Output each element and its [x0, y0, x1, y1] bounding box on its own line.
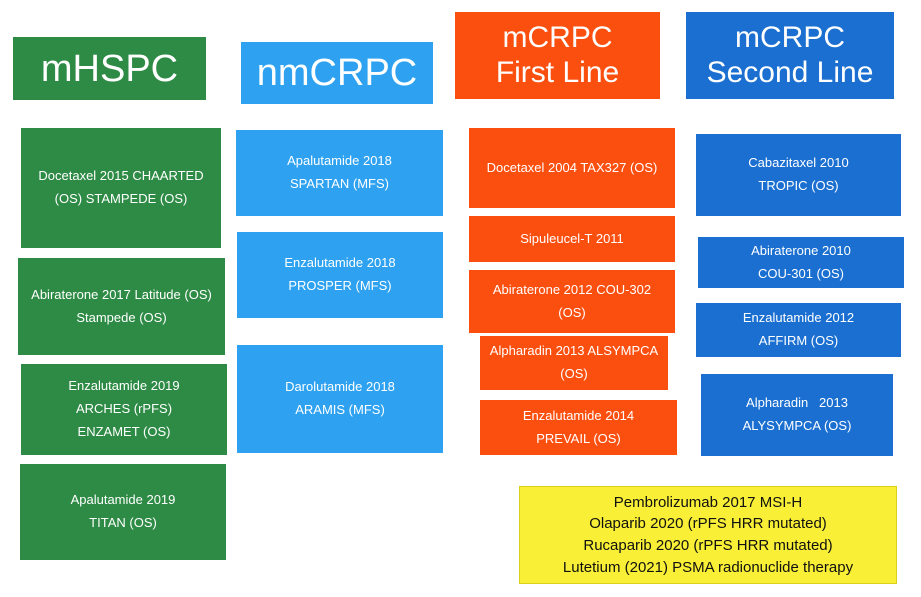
additional-therapy-lutetium: Lutetium (2021) PSMA radionuclide therap… [562, 558, 854, 576]
header-mcrpc-second-line-label-2: Second Line [706, 55, 874, 89]
nmcrpc-item-enzalutamide-line-2: PROSPER (MFS) [288, 278, 392, 293]
header-mcrpc-first-line: mCRPC First Line [455, 12, 660, 99]
nmcrpc-item-apalutamide-line-1: Apalutamide 2018 [287, 153, 392, 169]
header-mcrpc-first-line-label-2: First Line [495, 55, 620, 89]
second-line-item-abiraterone-line-2: COU-301 (OS) [758, 265, 844, 281]
mhspc-item-abiraterone-line-2: Stampede (OS) [76, 309, 167, 325]
header-mcrpc-second-line-label-1: mCRPC [735, 21, 845, 54]
first-line-item-alpharadin-line-2: (OS) [560, 366, 588, 381]
nmcrpc-item-apalutamide-line-2: SPARTAN (MFS) [290, 176, 389, 191]
header-nmcrpc: nmCRPC [241, 42, 433, 104]
first-line-item-sipuleucel: Sipuleucel-T 2011 [469, 216, 675, 262]
first-line-item-docetaxel-line-1: Docetaxel 2004 TAX327 (OS) [486, 159, 658, 175]
nmcrpc-item-darolutamide: Darolutamide 2018 ARAMIS (MFS) [237, 345, 443, 453]
mhspc-item-docetaxel-line-1: Docetaxel 2015 CHAARTED [38, 168, 204, 184]
additional-therapy-pembrolizumab: Pembrolizumab 2017 MSI-H [613, 493, 803, 511]
second-line-item-alpharadin-line-2: ALYSYMPCA (OS) [742, 418, 852, 433]
second-line-item-enzalutamide: Enzalutamide 2012 AFFIRM (OS) [696, 303, 901, 357]
second-line-item-enzalutamide-line-2: AFFIRM (OS) [758, 333, 839, 348]
header-mhspc-label: mHSPC [40, 47, 179, 90]
additional-therapies-box: Pembrolizumab 2017 MSI-H Olaparib 2020 (… [519, 486, 897, 584]
second-line-item-abiraterone: Abiraterone 2010 COU-301 (OS) [698, 237, 904, 288]
mhspc-item-abiraterone-line-1: Abiraterone 2017 Latitude (OS) [31, 286, 212, 302]
second-line-item-abiraterone-line-1: Abiraterone 2010 [751, 242, 851, 258]
first-line-item-sipuleucel-line-1: Sipuleucel-T 2011 [520, 230, 624, 246]
second-line-item-enzalutamide-line-1: Enzalutamide 2012 [742, 310, 855, 326]
additional-therapy-olaparib: Olaparib 2020 (rPFS HRR mutated) [589, 515, 827, 533]
nmcrpc-item-apalutamide: Apalutamide 2018 SPARTAN (MFS) [236, 130, 443, 216]
second-line-item-cabazitaxel-line-1: Cabazitaxel 2010 [748, 155, 849, 171]
first-line-item-abiraterone-line-2: (OS) [558, 304, 586, 320]
nmcrpc-item-darolutamide-line-1: Darolutamide 2018 [285, 379, 395, 395]
mhspc-item-enzalutamide-line-2: ARCHES (rPFS) [75, 401, 173, 417]
mhspc-item-enzalutamide: Enzalutamide 2019 ARCHES (rPFS) ENZAMET … [21, 364, 227, 455]
mhspc-item-docetaxel-line-2: (OS) STAMPEDE (OS) [54, 191, 188, 206]
mhspc-item-apalutamide-line-1: Apalutamide 2019 [70, 492, 176, 508]
first-line-item-abiraterone: Abiraterone 2012 COU-302 (OS) [469, 270, 675, 333]
second-line-item-alpharadin-line-1: Alpharadin 2013 [746, 395, 848, 411]
nmcrpc-item-darolutamide-line-2: ARAMIS (MFS) [295, 402, 385, 417]
header-mcrpc-first-line-label-1: mCRPC [502, 21, 613, 54]
second-line-item-cabazitaxel-line-2: TROPIC (OS) [758, 178, 839, 193]
first-line-item-docetaxel: Docetaxel 2004 TAX327 (OS) [469, 128, 675, 208]
first-line-item-alpharadin-line-1: Alpharadin 2013 ALSYMPCA [489, 343, 659, 359]
mhspc-item-apalutamide: Apalutamide 2019 TITAN (OS) [20, 464, 226, 560]
mhspc-item-apalutamide-line-2: TITAN (OS) [89, 515, 157, 530]
first-line-item-alpharadin: Alpharadin 2013 ALSYMPCA (OS) [478, 334, 670, 392]
nmcrpc-item-enzalutamide: Enzalutamide 2018 PROSPER (MFS) [237, 232, 443, 318]
first-line-item-abiraterone-line-1: Abiraterone 2012 COU-302 [492, 281, 652, 297]
header-nmcrpc-label: nmCRPC [256, 52, 418, 94]
first-line-item-enzalutamide-line-1: Enzalutamide 2014 [522, 407, 635, 423]
second-line-item-cabazitaxel: Cabazitaxel 2010 TROPIC (OS) [696, 134, 901, 216]
header-mhspc: mHSPC [13, 37, 206, 100]
mhspc-item-enzalutamide-line-1: Enzalutamide 2019 [68, 378, 180, 394]
additional-therapy-rucaparib: Rucaparib 2020 (rPFS HRR mutated) [583, 537, 833, 554]
second-line-item-alpharadin: Alpharadin 2013 ALYSYMPCA (OS) [701, 374, 893, 456]
first-line-item-enzalutamide-line-2: PREVAIL (OS) [536, 430, 621, 446]
nmcrpc-item-enzalutamide-line-1: Enzalutamide 2018 [284, 255, 396, 271]
first-line-item-enzalutamide: Enzalutamide 2014 PREVAIL (OS) [480, 400, 677, 455]
mhspc-item-docetaxel: Docetaxel 2015 CHAARTED (OS) STAMPEDE (O… [21, 128, 221, 248]
header-mcrpc-second-line: mCRPC Second Line [686, 12, 894, 99]
mhspc-item-enzalutamide-line-3: ENZAMET (OS) [77, 423, 171, 439]
mhspc-item-abiraterone: Abiraterone 2017 Latitude (OS) Stampede … [18, 258, 225, 355]
